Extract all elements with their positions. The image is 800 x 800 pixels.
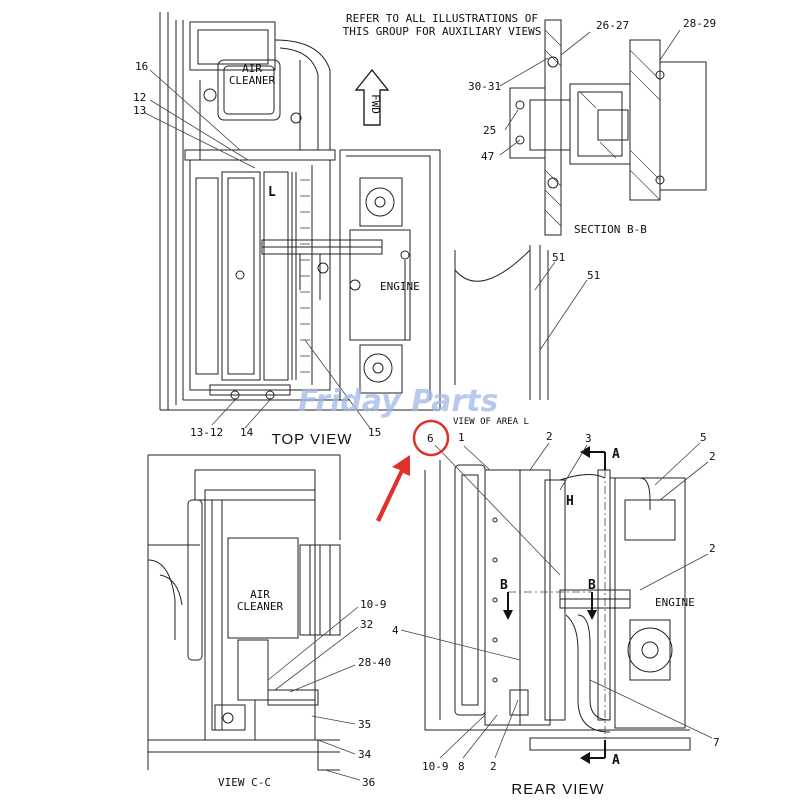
callout-28-29: 28-29: [683, 17, 716, 30]
callout-32: 32: [360, 618, 373, 631]
callout-25: 25: [483, 124, 496, 137]
section-a-marker-bottom: A: [612, 753, 620, 768]
radiator-core-fins: [300, 179, 310, 373]
callout-28-40: 28-40: [358, 656, 391, 669]
engine-label-rear: ENGINE: [655, 596, 695, 609]
callout-4: 4: [392, 624, 399, 637]
forward-arrow-icon: [354, 68, 390, 126]
top-view-drawing: [144, 12, 441, 429]
section-hatching: [544, 29, 661, 227]
callout-2-b: 2: [709, 450, 716, 463]
section-bb-drawing: [499, 19, 707, 236]
section-a-marker-top: A: [612, 447, 620, 462]
callout-5: 5: [700, 431, 707, 444]
callout-30-31: 30-31: [468, 80, 501, 93]
callout-2-a: 2: [546, 430, 553, 443]
watermark-logo: Friday Parts: [298, 384, 498, 419]
air-cleaner-label-top-1: AIR: [242, 62, 262, 75]
callout-12: 12: [133, 91, 146, 104]
area-l-title: VIEW OF AREA L: [453, 417, 529, 427]
callout-34: 34: [358, 748, 372, 761]
callout-14: 14: [240, 426, 254, 439]
note-line-1: REFER TO ALL ILLUSTRATIONS OF: [346, 12, 538, 25]
callout-10-9-b: 10-9: [422, 760, 449, 773]
callout-2-d: 2: [490, 760, 497, 773]
highlight-circle: [412, 419, 450, 457]
callout-16: 16: [135, 60, 148, 73]
rear-view-drawing: [400, 442, 713, 764]
callout-2-c: 2: [709, 542, 716, 555]
area-l-drawing: [454, 245, 588, 400]
callout-13: 13: [133, 104, 146, 117]
callout-26-27: 26-27: [596, 19, 629, 32]
air-cleaner-label-side-1: AIR: [250, 588, 270, 601]
callout-10-9-a: 10-9: [360, 598, 387, 611]
engine-label-top: ENGINE: [380, 280, 420, 293]
callout-47: 47: [481, 150, 494, 163]
callout-8: 8: [458, 760, 465, 773]
highlight-annotation: [376, 419, 450, 522]
callout-6: 6: [427, 432, 434, 445]
air-cleaner-label-side-2: CLEANER: [237, 600, 284, 613]
callout-51-b: 51: [587, 269, 600, 282]
callout-7: 7: [713, 736, 720, 749]
callout-51-a: 51: [552, 251, 565, 264]
callout-3: 3: [585, 432, 592, 445]
fwd-label: FWD: [369, 94, 382, 114]
view-cc-title: VIEW C-C: [218, 776, 271, 789]
rear-view-title: REAR VIEW: [511, 781, 604, 798]
section-bb-title: SECTION B-B: [574, 223, 647, 236]
callout-15: 15: [368, 426, 381, 439]
top-view-title: TOP VIEW: [272, 431, 353, 448]
area-l-marker: L: [268, 185, 276, 200]
area-h-marker: H: [566, 494, 574, 509]
note-line-2: THIS GROUP FOR AUXILIARY VIEWS: [343, 25, 542, 38]
air-cleaner-label-top-2: CLEANER: [229, 74, 276, 87]
section-b-marker-left: B: [500, 578, 508, 593]
section-b-marker-right: B: [588, 578, 596, 593]
callout-36: 36: [362, 776, 375, 789]
view-cc-drawing: [147, 454, 361, 781]
callout-1: 1: [458, 431, 465, 444]
callout-13-12: 13-12: [190, 426, 223, 439]
callout-35: 35: [358, 718, 371, 731]
highlight-arrow-icon: [376, 455, 410, 522]
